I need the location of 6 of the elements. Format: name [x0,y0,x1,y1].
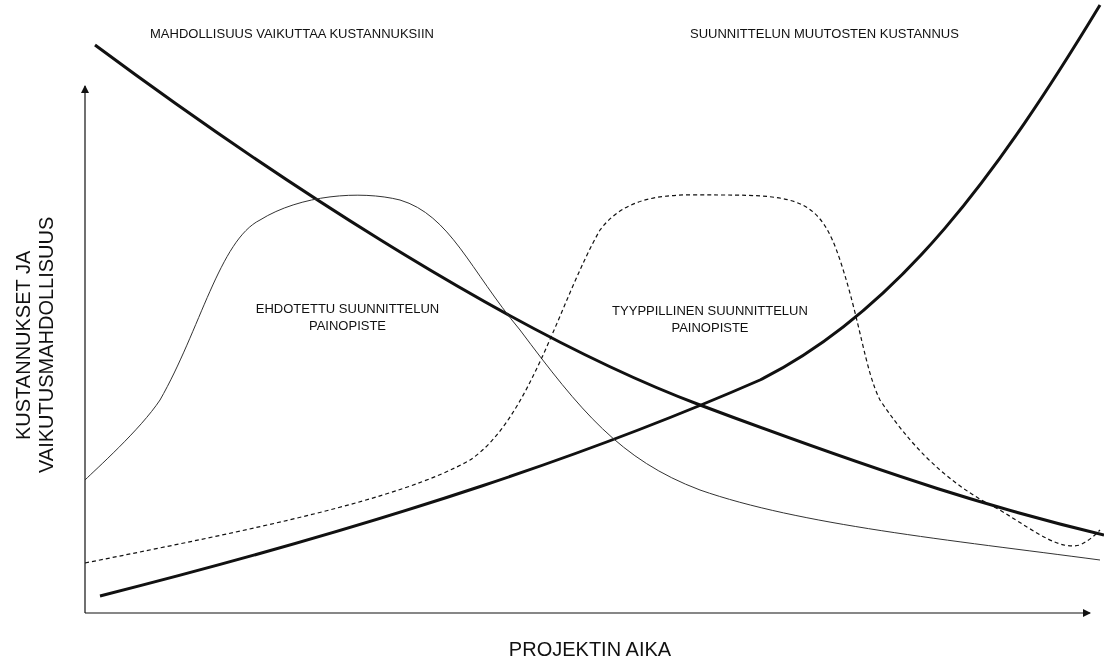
curve-label: EHDOTETTU SUUNNITTELUN PAINOPISTE [254,300,441,334]
curve-label: MAHDOLLISUUS VAIKUTTAA KUSTANNUKSIIN [150,25,434,42]
axis-title: KUSTANNUKSET JA VAIKUTUSMAHDOLLISUUS [12,215,58,476]
axis-title: PROJEKTIN AIKA [507,637,673,661]
curve-label: SUUNNITTELUN MUUTOSTEN KUSTANNUS [690,25,959,42]
curve-label: TYYPPILLINEN SUUNNITTELUN PAINOPISTE [611,302,809,336]
